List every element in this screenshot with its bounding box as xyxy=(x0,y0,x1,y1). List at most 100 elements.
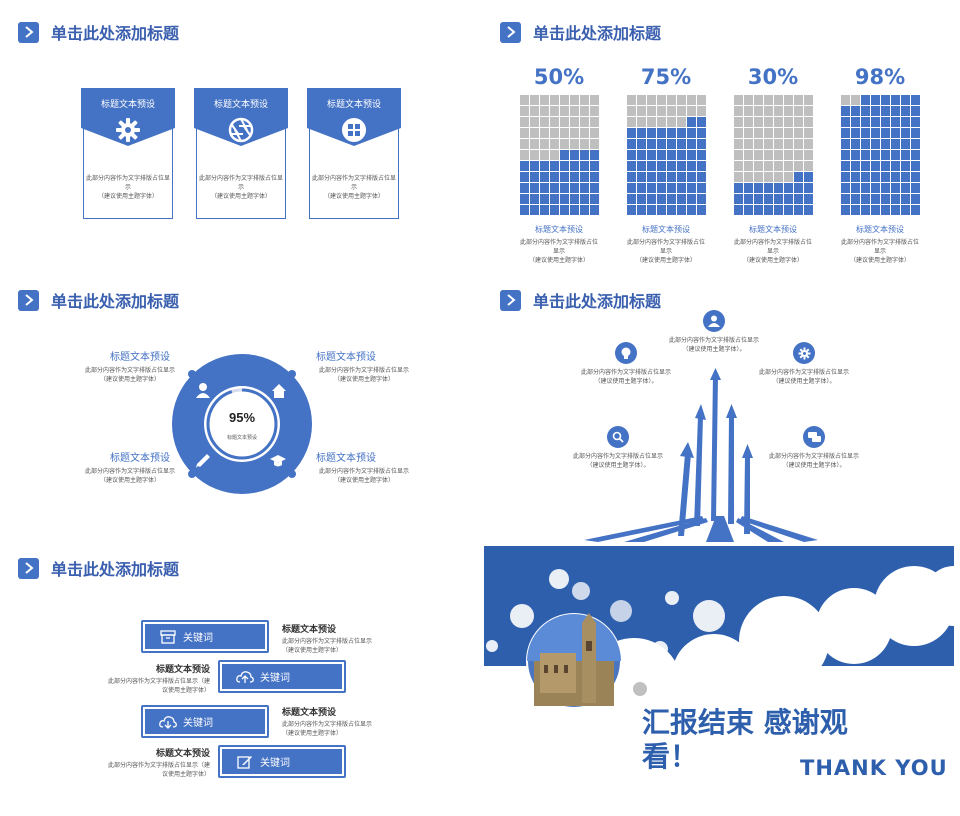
grid-cell xyxy=(550,106,559,116)
percent-value: 75% xyxy=(640,65,692,89)
grid-cell xyxy=(871,139,880,149)
keyword-button[interactable]: 关键词 xyxy=(218,660,346,693)
grid-cell xyxy=(841,172,850,182)
grid-cell xyxy=(590,161,599,171)
grid-cell xyxy=(911,150,920,160)
grid-cell xyxy=(794,194,803,204)
grid-cell xyxy=(647,172,656,182)
grid-cell xyxy=(637,150,646,160)
grid-cell xyxy=(520,172,529,182)
grid-cell xyxy=(841,117,850,127)
grid-cell xyxy=(911,194,920,204)
grid-cell xyxy=(627,150,636,160)
grid-cell xyxy=(891,194,900,204)
grid-cell xyxy=(520,183,529,193)
grid-cell xyxy=(774,106,783,116)
grid-cell xyxy=(794,139,803,149)
grid-cell xyxy=(530,139,539,149)
percent-value: 30% xyxy=(747,65,799,89)
keyword-text: 标题文本预设 此部分内容作为文字排版占位显示（建议使用主题字体） xyxy=(282,625,373,654)
grid-cell xyxy=(901,139,910,149)
grid-cell xyxy=(590,194,599,204)
user-icon xyxy=(703,310,725,332)
grid-cell xyxy=(580,95,589,105)
ring-item: 标题文本预设 此部分内容作为文字排版占位显示（建议使用主题字体） xyxy=(80,449,180,485)
info-card: 标题文本预设 此部分内容作为文字排版占位显示（建议使用主题字体） xyxy=(307,88,401,219)
card-title: 标题文本预设 xyxy=(100,100,155,110)
column-desc: 此部分内容作为文字排版占位显示（建议使用主题字体） xyxy=(626,239,705,264)
grid-cell xyxy=(530,183,539,193)
grid-cell xyxy=(667,183,676,193)
grid-cell xyxy=(891,106,900,116)
grid-cell xyxy=(570,128,579,138)
grid-cell xyxy=(560,106,569,116)
keyword-button[interactable]: 关键词 xyxy=(141,620,269,653)
grid-cell xyxy=(530,205,539,215)
grid-cell xyxy=(784,205,793,215)
grid-cell xyxy=(627,95,636,105)
grid-cell xyxy=(774,172,783,182)
grid-cell xyxy=(744,95,753,105)
grid-cell xyxy=(697,205,706,215)
keyword-button[interactable]: 关键词 xyxy=(218,745,346,778)
grid-cell xyxy=(550,183,559,193)
grid-cell xyxy=(657,128,666,138)
grid-cell xyxy=(871,95,880,105)
grid-cell xyxy=(764,95,773,105)
grid-cell xyxy=(570,139,579,149)
grid-cell xyxy=(851,117,860,127)
arrow-node: 此部分内容作为文字排版占位显示（建议使用主题字体）。 xyxy=(568,426,668,470)
grid-cell xyxy=(784,150,793,160)
grid-cell xyxy=(540,106,549,116)
grid-cell xyxy=(590,139,599,149)
grid-cell xyxy=(627,161,636,171)
grid-cell xyxy=(911,161,920,171)
grid-cell xyxy=(911,205,920,215)
grid-cell xyxy=(540,139,549,149)
slide-ending: 汇报结束 感谢观看！ THANK YOU xyxy=(484,546,954,808)
grid-cell xyxy=(677,95,686,105)
grid-cell xyxy=(590,172,599,182)
grid-cell xyxy=(687,150,696,160)
grid-cell xyxy=(677,161,686,171)
grid-cell xyxy=(647,161,656,171)
keyword-button[interactable]: 关键词 xyxy=(141,705,269,738)
grid-cell xyxy=(570,117,579,127)
grid-cell xyxy=(744,150,753,160)
lightbulb-icon xyxy=(615,342,637,364)
grid-cell xyxy=(530,106,539,116)
grid-cell xyxy=(570,183,579,193)
grid-cell xyxy=(784,128,793,138)
grid-cell xyxy=(841,128,850,138)
grid-cell xyxy=(697,194,706,204)
grid-cell xyxy=(744,117,753,127)
grid-cell xyxy=(657,139,666,149)
grid-cell xyxy=(804,106,813,116)
grid-cell xyxy=(861,128,870,138)
grid-cell xyxy=(540,150,549,160)
grid-cell xyxy=(784,95,793,105)
card-desc: 此部分内容作为文字排版占位显示（建议使用主题字体） xyxy=(311,175,396,200)
windows-icon xyxy=(342,118,366,142)
ring-item-label: 标题文本预设 xyxy=(316,453,376,464)
grid-cell xyxy=(520,150,529,160)
keyword-label: 关键词 xyxy=(260,673,290,684)
grid-cell xyxy=(911,106,920,116)
arrow-node: 此部分内容作为文字排版占位显示（建议使用主题字体）。 xyxy=(754,342,854,386)
grid-cell xyxy=(637,106,646,116)
cloud-upload-icon xyxy=(236,669,254,685)
percent-value: 98% xyxy=(854,65,906,89)
grid-cell xyxy=(774,194,783,204)
grid-cell xyxy=(697,95,706,105)
percent-grid xyxy=(520,95,599,215)
percent-value: 50% xyxy=(533,65,585,89)
grid-cell xyxy=(764,194,773,204)
grid-cell xyxy=(754,183,763,193)
column-label: 标题文本预设 xyxy=(856,225,904,234)
arrow-node: 此部分内容作为文字排版占位显示（建议使用主题字体）。 xyxy=(576,342,676,386)
grid-cell xyxy=(550,117,559,127)
grid-cell xyxy=(754,172,763,182)
grid-cell xyxy=(901,95,910,105)
grid-cell xyxy=(637,161,646,171)
edit-icon xyxy=(236,754,254,770)
